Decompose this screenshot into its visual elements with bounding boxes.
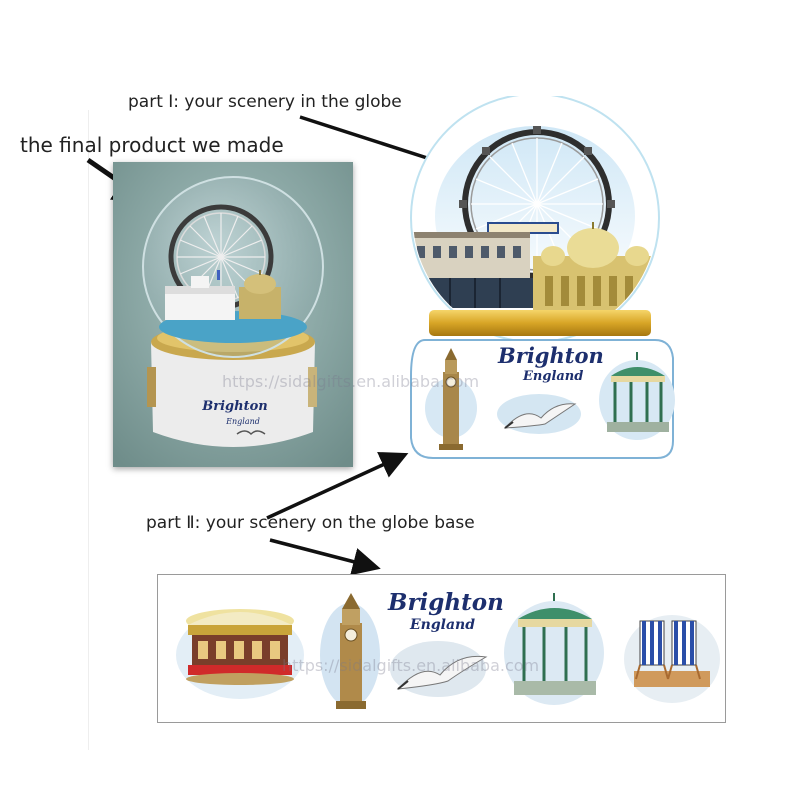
globe-design: Brighton England — [405, 93, 675, 466]
part1-label: part Ⅰ: your scenery in the globe — [128, 92, 402, 112]
strip-brand-text: Brighton — [388, 589, 504, 616]
bandstand-icon — [504, 593, 604, 705]
photo-brand-text: Brighton — [201, 399, 267, 414]
base-strip: Brighton England — [157, 574, 726, 723]
arrow-part2-down — [269, 538, 381, 576]
seagull-icon — [390, 641, 488, 697]
deckchair-icon — [624, 615, 720, 703]
globe-sub-text: England — [523, 369, 584, 384]
globe-scenery-illustration — [410, 93, 675, 459]
strip-sub-text: England — [410, 617, 475, 633]
left-frame-line — [88, 110, 89, 750]
part2-label: part Ⅱ: your scenery on the globe base — [146, 513, 475, 533]
snow-globe-photo-illustration: Brighton England — [113, 162, 353, 467]
final-product-label: the final product we made — [20, 133, 284, 157]
watermark-top: https://sidalgifts.en.alibaba.com — [222, 372, 480, 391]
bandstand-icon — [599, 352, 675, 440]
strip-scenery-illustration — [176, 593, 720, 709]
carousel-icon — [176, 609, 304, 699]
seagull-icon — [236, 430, 266, 436]
photo-sub-text: England — [225, 417, 260, 426]
product-photo: Brighton England — [113, 162, 353, 467]
seagull-icon — [497, 394, 581, 434]
globe-brand-text: Brighton — [498, 343, 604, 368]
clock-tower-icon — [425, 348, 477, 450]
arrow-part2-up — [266, 452, 409, 520]
pavilion-icon — [533, 222, 653, 312]
clock-tower-icon — [320, 593, 380, 709]
watermark-bottom: https://sidalgifts.en.alibaba.com — [282, 656, 540, 675]
